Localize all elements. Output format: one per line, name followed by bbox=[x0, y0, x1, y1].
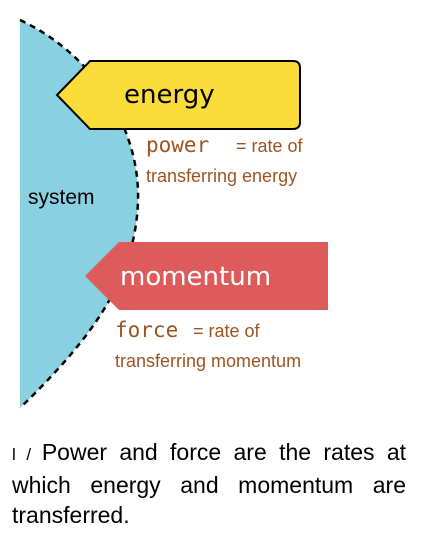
force-definition-line1: = rate of bbox=[193, 321, 261, 341]
power-term: power bbox=[146, 133, 209, 157]
energy-label: energy bbox=[124, 80, 215, 110]
momentum-arrow bbox=[85, 242, 328, 310]
energy-arrow bbox=[55, 60, 301, 130]
power-definition-line1: = rate of bbox=[236, 136, 304, 156]
figure-label: l / bbox=[12, 445, 42, 464]
system-label: system bbox=[28, 186, 95, 209]
force-term: force bbox=[115, 318, 178, 342]
caption-text: Power and force are the rates at which e… bbox=[12, 439, 406, 528]
system-boundary bbox=[19, 18, 140, 409]
energy-momentum-diagram: system energy power = rate of transferri… bbox=[19, 18, 328, 409]
power-definition-line2: transferring energy bbox=[146, 166, 297, 186]
figure-caption: l / Power and force are the rates at whi… bbox=[12, 437, 406, 530]
force-definition-line2: transferring momentum bbox=[115, 351, 301, 371]
momentum-label: momentum bbox=[120, 262, 271, 292]
